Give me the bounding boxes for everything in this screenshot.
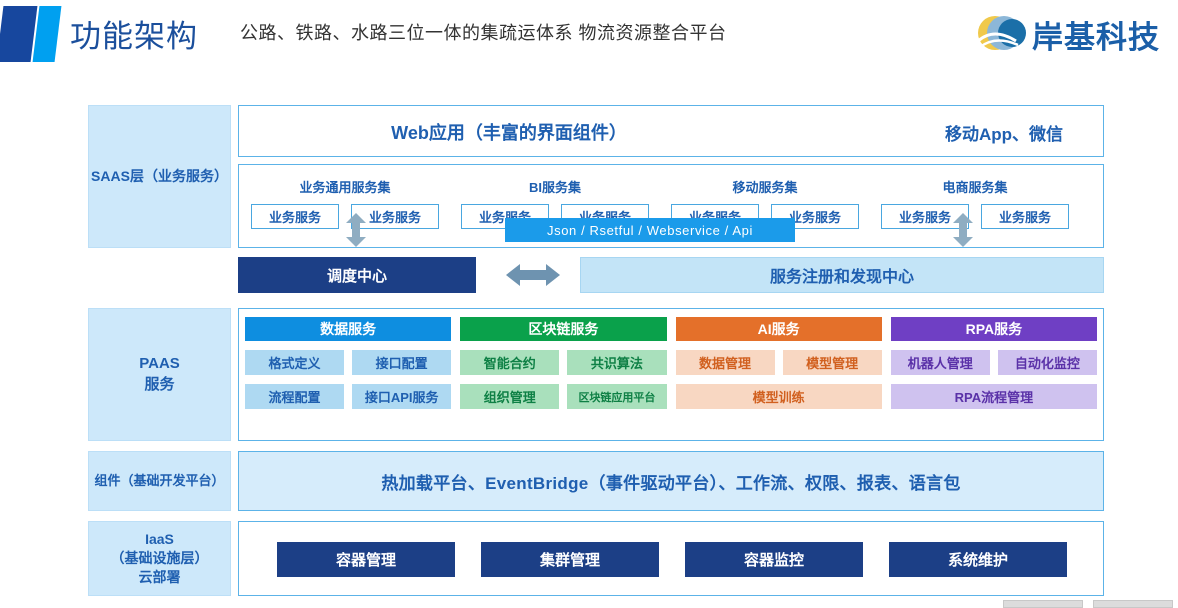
service-group-title: BI服务集 (528, 180, 581, 195)
paas-cell[interactable]: 接口配置 (352, 350, 452, 375)
service-group-title: 电商服务集 (942, 180, 1008, 195)
paas-cell-row: 数据管理 模型管理 (675, 350, 882, 375)
paas-column-header[interactable]: AI服务 (675, 317, 882, 341)
bottom-cutoff-stub-left (1003, 600, 1083, 608)
paas-cell[interactable]: 接口API服务 (352, 384, 452, 409)
paas-label-line2: 服务 (144, 375, 175, 393)
service-chip[interactable]: 业务服务 (351, 204, 439, 229)
page-subtitle: 公路、铁路、水路三位一体的集疏运体系 物流资源整合平台 (240, 23, 727, 43)
layer-label-components: 组件（基础开发平台） (88, 451, 231, 511)
brand-name: 岸基科技 (1032, 19, 1160, 55)
horizontal-double-arrow-icon (506, 264, 560, 286)
paas-cell[interactable]: 共识算法 (567, 350, 667, 375)
saas-service-row: 业务通用服务集 业务服务 业务服务 BI服务集 业务服务 业务服务 移动服务集 … (238, 164, 1104, 248)
iaas-chip[interactable]: 容器管理 (277, 542, 455, 577)
paas-cell[interactable]: RPA流程管理 (890, 384, 1097, 409)
paas-cell[interactable]: 机器人管理 (890, 350, 990, 375)
layer-label-saas: SAAS层（业务服务） (88, 105, 231, 248)
paas-cell[interactable]: 自动化监控 (997, 350, 1097, 375)
bottom-cutoff-stub-right (1093, 600, 1173, 608)
iaas-body: 容器管理 集群管理 容器监控 系统维护 (238, 521, 1104, 596)
paas-column-header[interactable]: 区块链服务 (460, 317, 667, 341)
paas-cell[interactable]: 数据管理 (675, 350, 775, 375)
page-title: 功能架构 (70, 19, 198, 54)
paas-column-header[interactable]: RPA服务 (890, 317, 1097, 341)
paas-body: 数据服务 格式定义 接口配置 流程配置 接口API服务 区块链服务 智能合约 共… (238, 308, 1104, 441)
saas-client-row: Web应用（丰富的界面组件） 移动App、微信 (238, 105, 1104, 157)
circular-wave-logo-icon (977, 16, 1026, 50)
vertical-double-arrow-icon-left (346, 213, 366, 247)
paas-cell[interactable]: 区块链应用平台 (567, 384, 667, 409)
architecture-diagram: SAAS层（业务服务） Web应用（丰富的界面组件） 移动App、微信 Json… (0, 68, 1178, 608)
paas-cell-row: RPA流程管理 (890, 384, 1097, 409)
layer-label-iaas: IaaS （基础设施层） 云部署 (88, 521, 231, 596)
saas-mobile-app: 移动App、微信 (944, 124, 1064, 144)
service-registry-box[interactable]: 服务注册和发现中心 (580, 257, 1104, 293)
paas-cell[interactable]: 智能合约 (460, 350, 560, 375)
paas-cell[interactable]: 组织管理 (460, 384, 560, 409)
paas-cell[interactable]: 模型管理 (782, 350, 882, 375)
brand-mark-bright-shape (32, 6, 62, 62)
paas-label-line1: PAAS (139, 355, 180, 373)
iaas-chip[interactable]: 集群管理 (481, 542, 659, 577)
page-header: 功能架构 公路、铁路、水路三位一体的集疏运体系 物流资源整合平台 岸基科技 (0, 0, 1178, 68)
iaas-label-line1: IaaS (145, 531, 174, 548)
iaas-chip[interactable]: 容器监控 (685, 542, 863, 577)
brand-mark-dark-shape (0, 6, 38, 62)
iaas-chip[interactable]: 系统维护 (889, 542, 1067, 577)
paas-cell[interactable]: 模型训练 (675, 384, 882, 409)
service-chip[interactable]: 业务服务 (981, 204, 1069, 229)
layer-label-paas: PAAS 服务 (88, 308, 231, 441)
paas-grid: 数据服务 格式定义 接口配置 流程配置 接口API服务 区块链服务 智能合约 共… (245, 317, 1097, 409)
paas-cell[interactable]: 流程配置 (245, 384, 345, 409)
scheduling-row: 调度中心 服务注册和发现中心 (238, 257, 1104, 293)
vertical-double-arrow-icon-right (953, 213, 973, 247)
paas-cell-row: 格式定义 接口配置 (245, 350, 452, 375)
paas-cell-row: 智能合约 共识算法 (460, 350, 667, 375)
saas-web-app: Web应用（丰富的界面组件） (391, 123, 627, 143)
service-group-title: 移动服务集 (732, 180, 798, 195)
paas-cell-row: 机器人管理 自动化监控 (890, 350, 1097, 375)
paas-column-blockchain: 区块链服务 智能合约 共识算法 组织管理 区块链应用平台 (460, 317, 667, 409)
service-group-title: 业务通用服务集 (299, 180, 391, 195)
components-text: 热加载平台、EventBridge（事件驱动平台）、工作流、权限、报表、语言包 (381, 473, 961, 493)
paas-cell-row: 流程配置 接口API服务 (245, 384, 452, 409)
service-chip[interactable]: 业务服务 (251, 204, 339, 229)
components-body: 热加载平台、EventBridge（事件驱动平台）、工作流、权限、报表、语言包 (238, 451, 1104, 511)
paas-column-ai: AI服务 数据管理 模型管理 模型训练 (675, 317, 882, 409)
paas-cell[interactable]: 格式定义 (245, 350, 345, 375)
service-chip-row: 业务服务 业务服务 (251, 204, 439, 229)
iaas-label-line2: （基础设施层） (110, 550, 209, 567)
brand-mark-icon (0, 6, 62, 62)
paas-column-rpa: RPA服务 机器人管理 自动化监控 RPA流程管理 (890, 317, 1097, 409)
iaas-chip-row: 容器管理 集群管理 容器监控 系统维护 (239, 522, 1105, 597)
service-chip-row: 业务服务 业务服务 (881, 204, 1069, 229)
scheduling-center-box[interactable]: 调度中心 (238, 257, 476, 293)
paas-cell-row: 组织管理 区块链应用平台 (460, 384, 667, 409)
service-chip[interactable]: 业务服务 (881, 204, 969, 229)
service-group-0: 业务通用服务集 业务服务 业务服务 (251, 177, 439, 229)
service-group-3: 电商服务集 业务服务 业务服务 (881, 177, 1069, 229)
brand-logo: 岸基科技 (976, 8, 1160, 60)
iaas-label-line3: 云部署 (138, 568, 181, 585)
paas-column-header[interactable]: 数据服务 (245, 317, 452, 341)
paas-column-data: 数据服务 格式定义 接口配置 流程配置 接口API服务 (245, 317, 452, 409)
api-protocol-bar: Json / Rsetful / Webservice / Api (505, 218, 795, 242)
paas-cell-row: 模型训练 (675, 384, 882, 409)
